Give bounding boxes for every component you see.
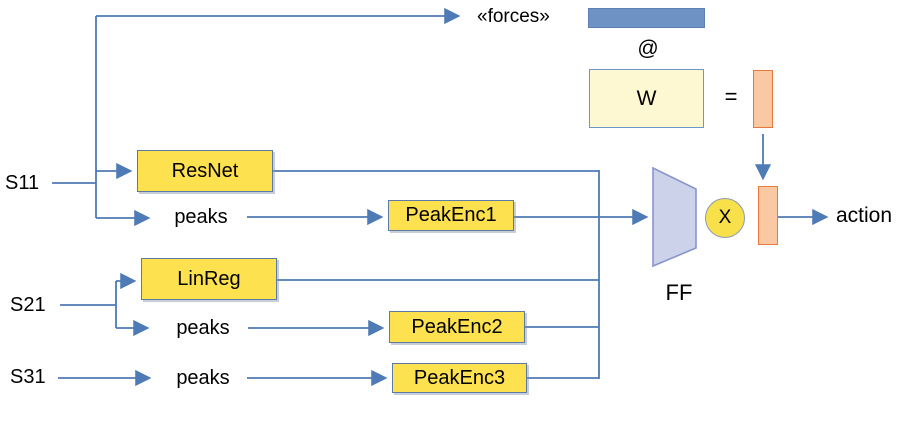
matmul-operator: @ [637, 37, 659, 60]
result-vector-bar [753, 70, 773, 128]
peaks1-label: peaks [174, 206, 228, 228]
equals-sign: = [724, 84, 738, 109]
peakenc3-label: PeakEnc3 [413, 366, 506, 389]
forces-label: «forces» [477, 6, 550, 27]
input-label-s11: S11 [5, 172, 40, 194]
weight-matrix-box: W [589, 69, 704, 128]
peakenc1-label: PeakEnc1 [405, 204, 497, 226]
linreg-label: LinReg [177, 267, 241, 290]
input-label-s31: S31 [10, 366, 46, 388]
multiply-node: X [705, 198, 745, 238]
ff-label: FF [665, 280, 693, 305]
forces-vector-bar [588, 8, 705, 28]
resnet-box: ResNet [137, 150, 273, 192]
weight-matrix-label: W [636, 86, 657, 110]
peaks3-label: peaks [176, 367, 230, 389]
multiply-label: X [718, 207, 732, 228]
peakenc2-box: PeakEnc2 [389, 311, 525, 343]
resnet-label: ResNet [171, 159, 239, 182]
linreg-box: LinReg [141, 258, 277, 300]
ff-trapezoid [652, 166, 697, 268]
peaks2-label: peaks [176, 317, 230, 339]
input-label-s21: S21 [10, 294, 46, 316]
action-label: action [836, 204, 893, 227]
peakenc3-box: PeakEnc3 [392, 363, 527, 393]
peakenc1-box: PeakEnc1 [388, 200, 514, 231]
peakenc2-label: PeakEnc2 [411, 315, 503, 338]
output-vector-bar [758, 186, 778, 245]
